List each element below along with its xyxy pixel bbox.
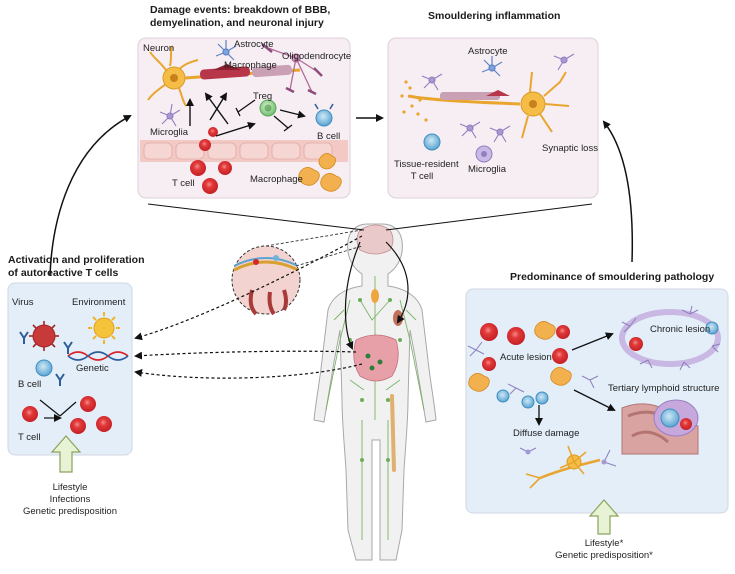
label-macrophage-bottom: Macrophage [250,174,303,185]
label-microglia-smouldering: Microglia [468,164,507,175]
damage-title-line2: demyelination, and neuronal injury [150,17,324,29]
smouldering-neuron [400,71,570,139]
label-treg: Treg [253,91,273,102]
acute-lesion-cells [480,323,570,409]
predominance-internal-arrows [535,332,616,426]
brain-magnifier [231,245,301,316]
antibody-icons [19,331,73,386]
label-tertiary-lymphoid: Tertiary lymphoid structure [608,383,720,394]
activation-factor-infections: Infections [49,494,91,505]
label-diffuse-damage: Diffuse damage [513,428,580,439]
damage-title-line1: Damage events: breakdown of BBB, [150,4,331,16]
smouldering-panel [387,37,599,199]
oligodendrocyte-cell [261,43,323,96]
macrophages-damage [298,153,342,192]
activation-title-line2: of autoreactive T cells [8,267,119,279]
body-to-activation-dashed-arrows [134,235,363,379]
thymus [371,289,379,303]
t-cells-damage [190,127,232,194]
label-microglia-damage: Microglia [150,127,189,138]
b-cell-activation [35,359,53,377]
label-tissue-resident-1: Tissue-resident [394,159,459,170]
label-virus: Virus [12,297,34,308]
predominance-factor-lifestyle: Lifestyle* [584,538,624,549]
activation-internal-arrows [39,399,77,422]
sun-icon [88,312,120,344]
label-b-cell-activation: B cell [18,379,42,390]
label-acute-lesion: Acute lesion [500,352,552,363]
label-tissue-resident-2: T cell [410,171,434,182]
magnifier-dashed-leads [265,229,363,267]
lifestyle-arrow-right [588,499,620,535]
spleen [393,310,403,326]
damage-internal-arrows [186,92,306,137]
smouldering-astrocyte [481,56,503,77]
cycle-arrows [49,114,634,277]
lifestyle-arrow-left [50,435,82,473]
human-body [313,223,437,561]
activation-panel [7,282,133,456]
intestines [353,334,399,382]
myelin-sheath [199,64,293,80]
tissue-resident-t-cells [423,133,493,163]
b-cell-damage [314,103,334,127]
activation-title-line1: Activation and proliferation [8,254,145,266]
smouldering-title: Smouldering inflammation [428,10,561,22]
label-synaptic-loss: Synaptic loss [542,143,598,154]
treg-inhibition-marks [235,99,293,132]
label-t-cell-activation: T cell [18,432,41,443]
label-neuron: Neuron [143,43,175,54]
t-cells-activation [22,396,112,434]
acute-lesion-microglia [467,341,599,395]
activation-factor-lifestyle: Lifestyle [52,482,88,493]
virus-particle [29,321,59,351]
diffuse-damage-neurons [519,445,617,489]
smouldering-microglia [421,53,575,143]
acute-lesion-macrophages [468,321,572,392]
bone-marrow [390,394,396,472]
label-genetic: Genetic [76,363,109,374]
activation-factor-genetic-predisposition: Genetic predisposition [23,506,117,517]
panel-to-head-lines [147,203,593,231]
dna-icon [67,351,129,361]
astrocyte-cell [215,40,237,61]
chronic-lesion-ring [619,305,721,371]
blood-vessel-wall [140,140,348,162]
label-chronic-lesion: Chronic lesion [650,324,711,335]
treg-cell [259,99,277,117]
label-t-cell-damage: T cell [172,178,195,189]
label-astrocyte-smouldering: Astrocyte [468,46,508,57]
predominance-factor-genetic-predisposition: Genetic predisposition* [555,550,653,561]
label-b-cell-damage: B cell [317,131,341,142]
label-astrocyte-damage: Astrocyte [234,39,274,50]
label-macrophage-top: Macrophage [224,60,277,71]
microglia-damage [159,103,181,127]
label-environment: Environment [72,297,126,308]
head-to-organ-curved-arrows [344,241,409,350]
tertiary-lymphoid-structure [621,399,699,455]
predominance-title: Predominance of smouldering pathology [510,271,715,283]
label-oligodendrocyte: Oligodendrocyte [282,51,352,62]
